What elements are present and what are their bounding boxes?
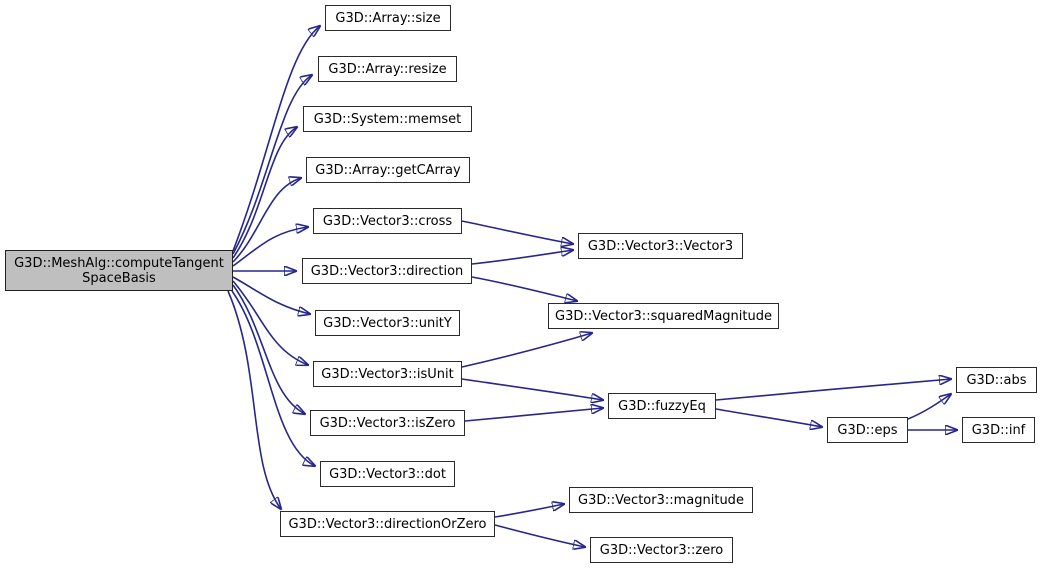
node-vector3-magnitude[interactable]: G3D::Vector3::magnitude	[569, 487, 753, 513]
node-vector3-squaredmagnitude[interactable]: G3D::Vector3::squaredMagnitude	[548, 303, 779, 329]
node-eps[interactable]: G3D::eps	[827, 417, 908, 443]
edge-isunit-to-squaredmagnitude	[461, 333, 592, 368]
node-system-memset[interactable]: G3D::System::memset	[303, 106, 472, 132]
edge-root-to-directionorzero	[227, 290, 281, 509]
edge-root-to-dot	[231, 290, 315, 466]
edge-eps-to-abs	[907, 394, 951, 420]
edge-root-to-array-size	[232, 26, 320, 252]
node-vector3-directionorzero[interactable]: G3D::Vector3::directionOrZero	[280, 511, 495, 537]
edge-direction-to-vector3	[471, 250, 573, 265]
node-array-size[interactable]: G3D::Array::size	[325, 5, 451, 31]
edge-root-to-system-memset	[232, 127, 297, 259]
node-vector3-zero[interactable]: G3D::Vector3::zero	[590, 537, 733, 563]
node-vector3-isunit[interactable]: G3D::Vector3::isUnit	[313, 361, 462, 387]
edge-root-to-cross	[232, 227, 308, 267]
edge-root-to-isunit	[232, 280, 308, 365]
edge-fuzzyeq-to-eps	[715, 408, 822, 427]
edge-cross-to-vector3	[461, 220, 573, 244]
node-fuzzyeq[interactable]: G3D::fuzzyEq	[608, 393, 716, 419]
node-vector3-vector3[interactable]: G3D::Vector3::Vector3	[578, 233, 743, 259]
edge-directionorzero-to-magnitude	[494, 504, 564, 518]
edge-root-to-array-resize	[232, 75, 312, 255]
edge-root-to-unity	[232, 276, 310, 314]
node-inf[interactable]: G3D::inf	[962, 417, 1035, 443]
node-array-resize[interactable]: G3D::Array::resize	[318, 56, 457, 82]
edge-root-to-array-getcarray	[232, 178, 301, 263]
node-vector3-dot[interactable]: G3D::Vector3::dot	[320, 461, 455, 487]
node-vector3-iszero[interactable]: G3D::Vector3::isZero	[310, 410, 465, 436]
node-meshalg-computetangentspacebasis: G3D::MeshAlg::computeTangent SpaceBasis	[5, 250, 233, 291]
edge-direction-to-squaredmagnitude	[471, 276, 577, 301]
node-array-getcarray[interactable]: G3D::Array::getCArray	[306, 157, 470, 183]
edge-directionorzero-to-zero	[494, 524, 585, 547]
edge-fuzzyeq-to-abs	[715, 379, 951, 401]
edge-isunit-to-fuzzyeq	[461, 378, 603, 400]
node-vector3-cross[interactable]: G3D::Vector3::cross	[313, 208, 462, 234]
node-vector3-unity[interactable]: G3D::Vector3::unitY	[315, 310, 460, 336]
node-abs[interactable]: G3D::abs	[956, 367, 1037, 393]
node-vector3-direction[interactable]: G3D::Vector3::direction	[302, 258, 472, 284]
edge-root-to-iszero	[232, 284, 305, 414]
edge-iszero-to-fuzzyeq	[464, 408, 603, 422]
